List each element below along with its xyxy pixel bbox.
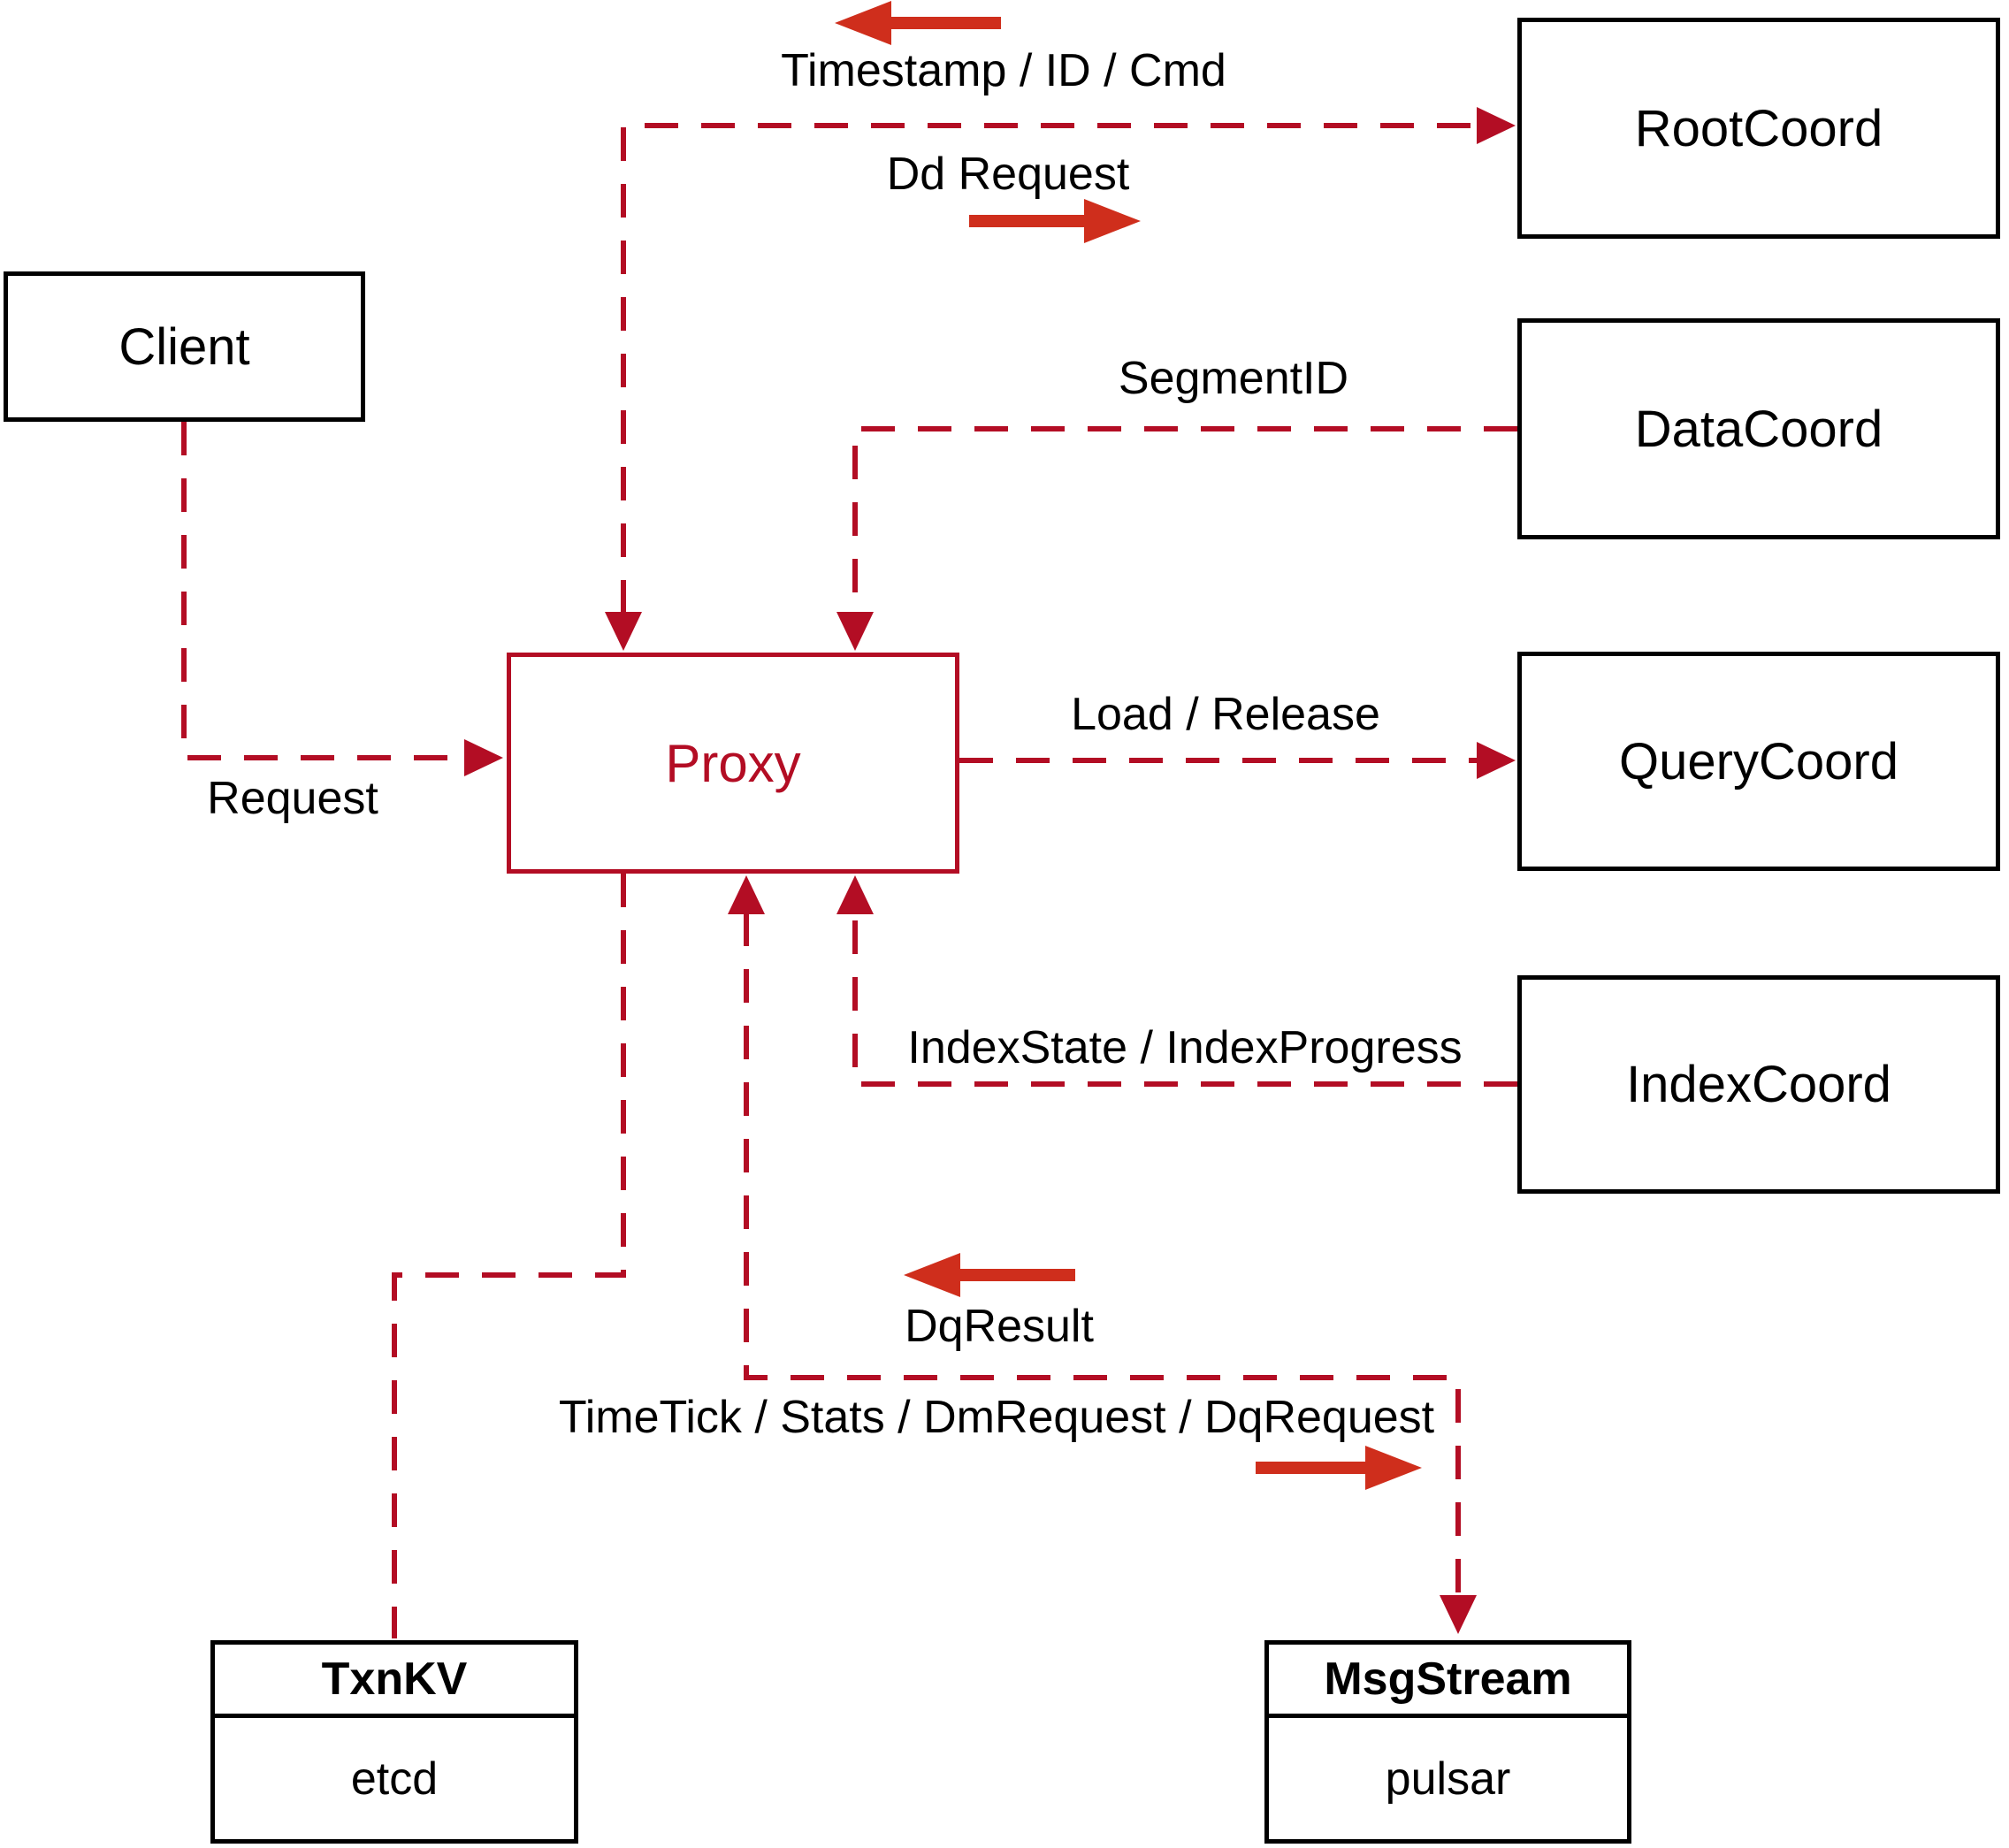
edge-label-load-release: Load / Release	[1071, 689, 1380, 740]
edge-label-index-state: IndexState / IndexProgress	[907, 1022, 1463, 1073]
arrowhead-into-querycoord	[1477, 742, 1516, 779]
node-rootcoord: RootCoord	[1517, 18, 2000, 239]
node-proxy: Proxy	[507, 653, 959, 874]
arrowhead-into-proxy-bottom-right	[836, 875, 874, 914]
node-txnkv-title: TxnKV	[215, 1645, 574, 1718]
node-msgstream-subtitle: pulsar	[1385, 1753, 1511, 1805]
arrowhead-into-proxy-bottom-mid	[728, 875, 765, 914]
node-msgstream-title: MsgStream	[1269, 1645, 1627, 1718]
arrowhead-into-proxy-top-left	[605, 612, 642, 651]
node-querycoord-label: QueryCoord	[1619, 732, 1898, 790]
dd-request-direction-arrow	[969, 199, 1141, 243]
node-querycoord: QueryCoord	[1517, 652, 2000, 871]
edge-label-time-tick: TimeTick / Stats / DmRequest / DqRequest	[558, 1392, 1435, 1443]
arrowhead-into-proxy-left	[464, 739, 503, 776]
dq-result-direction-arrow	[904, 1253, 1075, 1297]
node-txnkv-subtitle: etcd	[350, 1753, 439, 1805]
node-datacoord-label: DataCoord	[1634, 400, 1883, 458]
node-datacoord: DataCoord	[1517, 318, 2000, 539]
edge-label-timestamp: Timestamp / ID / Cmd	[781, 45, 1226, 96]
node-msgstream: MsgStream pulsar	[1264, 1640, 1631, 1844]
edge-label-request: Request	[207, 773, 378, 824]
edge-label-dq-result: DqResult	[905, 1301, 1094, 1352]
timestamp-direction-arrow	[835, 1, 1001, 45]
time-tick-direction-arrow	[1256, 1446, 1422, 1490]
edge-proxy-txnkv	[392, 874, 626, 1638]
arrowhead-into-msgstream	[1440, 1595, 1477, 1634]
node-client-label: Client	[118, 317, 250, 376]
node-indexcoord-label: IndexCoord	[1626, 1056, 1891, 1113]
edge-datacoord-proxy	[852, 426, 1517, 614]
node-proxy-label: Proxy	[665, 733, 801, 793]
node-indexcoord: IndexCoord	[1517, 975, 2000, 1194]
arrowhead-into-proxy-top-right	[836, 612, 874, 651]
node-rootcoord-label: RootCoord	[1634, 99, 1883, 157]
edge-label-segment-id: SegmentID	[1118, 353, 1349, 404]
edge-label-dd-request: Dd Request	[886, 149, 1130, 200]
edge-proxy-msgstream	[744, 913, 1461, 1597]
arrowhead-into-rootcoord	[1477, 107, 1516, 144]
node-client: Client	[4, 271, 365, 422]
node-txnkv: TxnKV etcd	[210, 1640, 578, 1844]
edge-client-proxy	[181, 422, 466, 760]
